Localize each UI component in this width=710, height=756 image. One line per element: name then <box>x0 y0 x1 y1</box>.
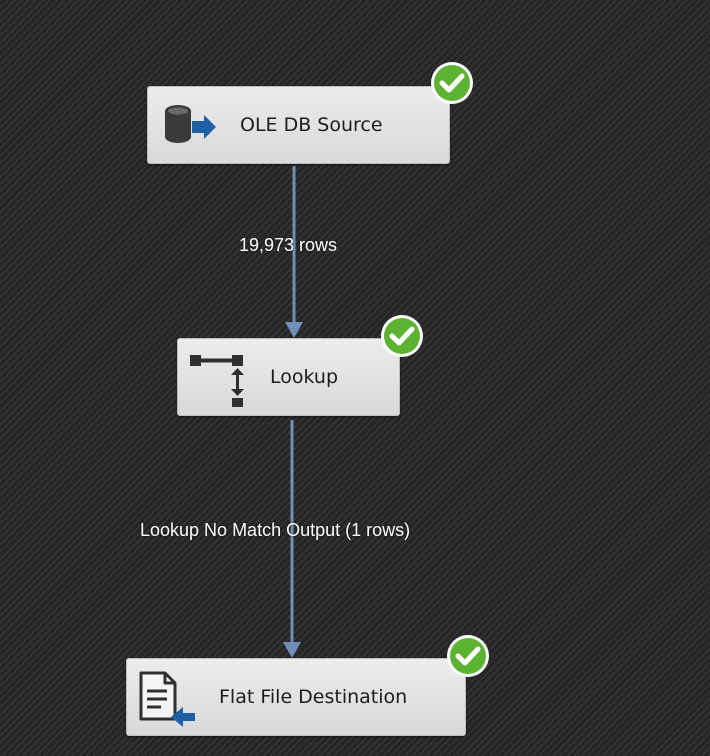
lookup-icon <box>190 355 244 407</box>
component-ole-db-source[interactable]: OLE DB Source <box>147 86 450 164</box>
component-flat-file-destination[interactable]: Flat File Destination <box>126 658 466 736</box>
success-check-icon <box>381 315 423 357</box>
path-lookup-to-destination[interactable] <box>283 420 301 658</box>
path-label-source-to-lookup[interactable]: 19,973 rows <box>239 235 338 255</box>
success-check-icon <box>447 635 489 677</box>
success-check-icon <box>431 62 473 104</box>
path-label-lookup-to-destination[interactable]: Lookup No Match Output (1 rows) <box>140 520 411 540</box>
flat-file-destination-icon <box>139 671 195 727</box>
database-source-icon <box>165 105 216 143</box>
component-lookup[interactable]: Lookup <box>177 338 400 416</box>
component-label-flat-file-destination: Flat File Destination <box>219 686 408 708</box>
component-label-lookup: Lookup <box>270 366 339 388</box>
path-source-to-lookup[interactable] <box>285 166 303 338</box>
component-label-ole-db-source: OLE DB Source <box>240 114 383 136</box>
